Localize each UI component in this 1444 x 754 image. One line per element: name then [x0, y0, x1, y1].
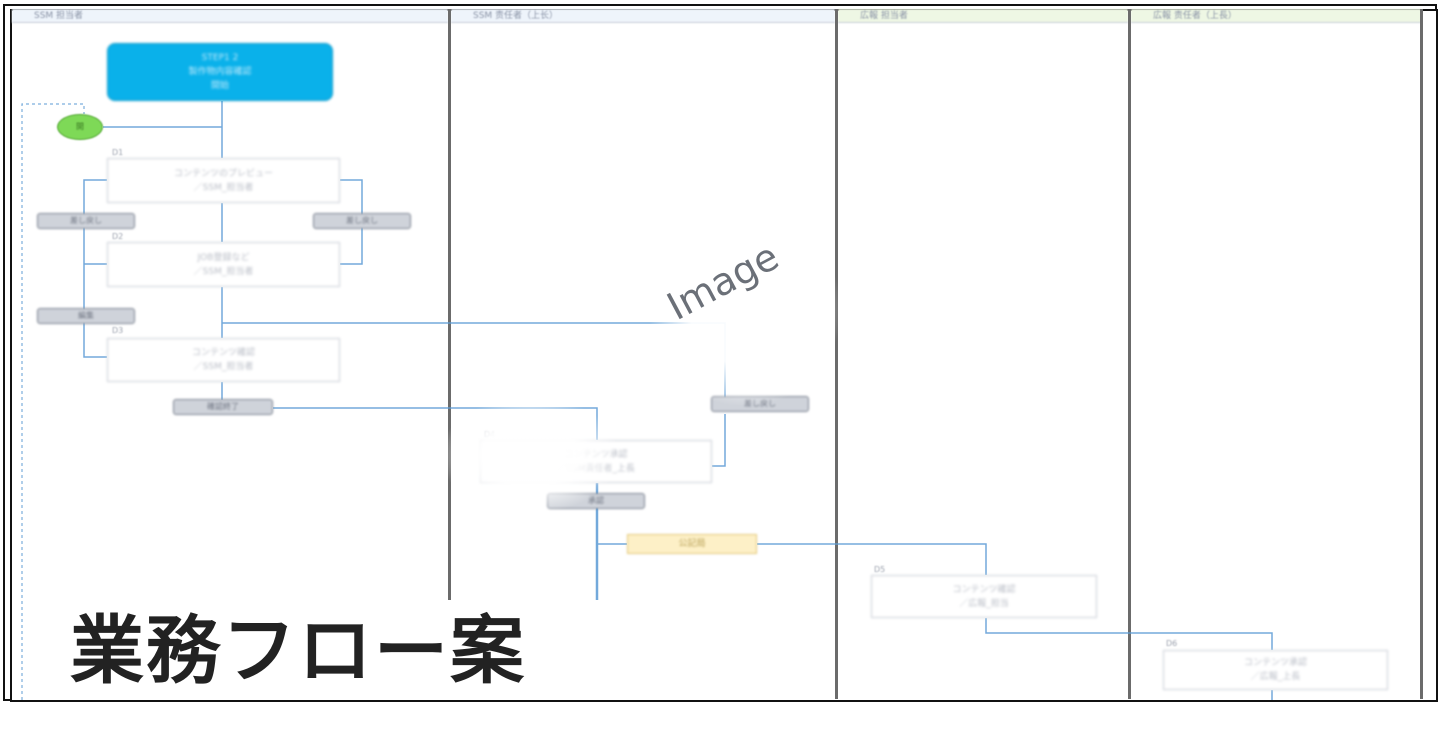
- note-box: 公記局: [627, 534, 757, 554]
- step-id-label: D3: [112, 326, 124, 335]
- lane-header-pr-staff: 広報 担当者: [838, 9, 1128, 23]
- step-line: コンテンツ確認: [952, 584, 1016, 595]
- process-step-box: コンテンツのプレビュー ／SSM_担当者: [107, 158, 340, 203]
- step-id-label: D6: [1166, 639, 1178, 648]
- process-step-box: コンテンツ確認 ／広報_担当: [871, 575, 1097, 618]
- lane-divider: [1420, 9, 1423, 699]
- process-step-box: コンテンツ確認 ／SSM_担当者: [107, 338, 340, 382]
- process-step-box: JOB登録など ／SSM_担当者: [107, 242, 340, 287]
- confirm-done-pill: 確認終了: [173, 399, 273, 415]
- step-line: ／SSM_担当者: [193, 182, 254, 193]
- edit-pill: 編集: [37, 308, 135, 324]
- step-line: ／SSM_担当者: [193, 362, 254, 372]
- lane-header-pr-manager: 広報 责任者（上長）: [1131, 9, 1421, 23]
- lane-header-ssm-staff: SSM 担当者: [12, 9, 448, 23]
- step-line: JOB登録など: [197, 252, 250, 263]
- return-pill: 差し戻し: [313, 213, 411, 229]
- page-title: 業務フロー案: [70, 608, 526, 694]
- step-line: コンテンツ確認: [191, 348, 255, 358]
- step-line: ／SSM_担当者: [193, 266, 254, 277]
- step-line: ／広報_上長: [1250, 672, 1301, 682]
- step-id-label: D2: [112, 232, 124, 241]
- start-step-line: STEP1 2: [201, 53, 239, 63]
- watermark-glow: [645, 215, 845, 405]
- title-backdrop: [40, 600, 610, 700]
- return-pill: 差し戻し: [37, 213, 135, 229]
- blur-gap: [445, 400, 615, 510]
- start-step-box: STEP1 2 製作物内容確認 開始: [107, 43, 333, 101]
- step-id-label: D5: [874, 565, 886, 574]
- step-line: コンテンツのプレビュー: [173, 168, 273, 179]
- step-line: ／広報_担当: [959, 598, 1009, 609]
- step-line: コンテンツ承認: [1243, 658, 1307, 668]
- lane-header-ssm-manager: SSM 责任者（上长）: [451, 9, 835, 23]
- start-step-line: 製作物内容確認: [188, 67, 252, 77]
- start-step-line: 開始: [210, 81, 229, 91]
- lane-divider: [1128, 9, 1131, 699]
- step-id-label: D1: [112, 148, 124, 157]
- process-step-box: コンテンツ承認 ／広報_上長: [1163, 650, 1388, 690]
- lane-divider: [448, 9, 451, 699]
- start-marker: 開: [57, 114, 103, 140]
